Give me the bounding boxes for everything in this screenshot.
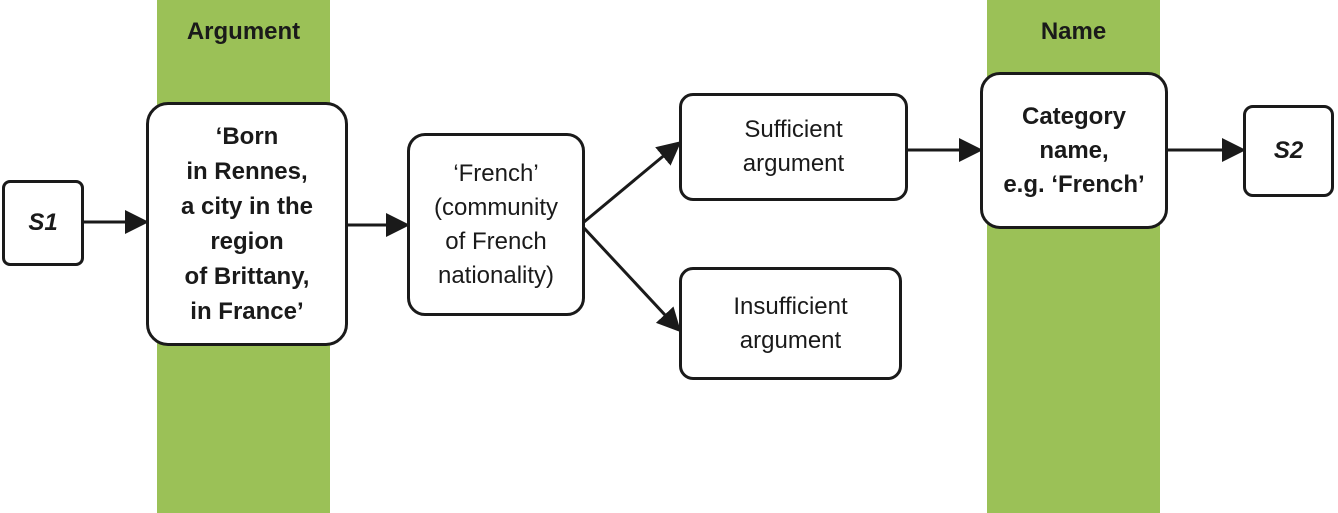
node-sufficient-argument: Sufficient argument [679,93,908,201]
node-s1: S1 [2,180,84,266]
node-insufficient-argument: Insufficient argument [679,267,902,380]
arrow-french-to-insufficient [582,226,682,333]
node-s2: S2 [1243,105,1334,197]
node-born-in-rennes: ‘Born in Rennes, a city in the region of… [146,102,348,346]
name-band-label: Name [1040,18,1107,45]
node-french-community: ‘French’ (community of French nationalit… [407,133,585,316]
node-category-name: Category name, e.g. ‘French’ [980,72,1168,229]
argument-band-label: Argument [186,18,301,45]
arrow-french-to-sufficient [583,141,682,224]
